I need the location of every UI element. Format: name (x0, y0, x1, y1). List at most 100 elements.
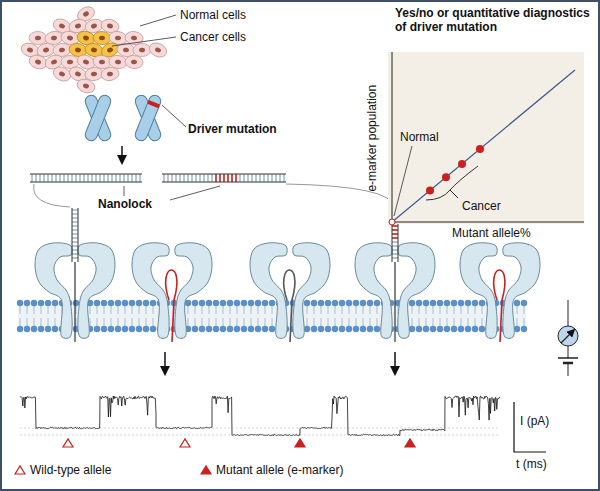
lipid-bilayer (118, 318, 119, 327)
cancer-cell (91, 47, 98, 53)
lipid-bilayer (328, 305, 329, 314)
level-guide (20, 428, 500, 429)
lipid-bilayer (356, 318, 357, 327)
lipid-bilayer (213, 326, 219, 332)
lipid-bilayer (216, 305, 217, 314)
lipid-bilayer (430, 326, 436, 332)
lipid-bilayer (255, 326, 261, 332)
dna-fragment (92, 174, 93, 182)
ammeter-symbol (558, 357, 578, 359)
lipid-bilayer (444, 326, 450, 332)
dna-fragment (84, 174, 85, 182)
lipid-bilayer (370, 305, 371, 314)
lipid-bilayer (475, 305, 476, 314)
dna-in-pore (394, 262, 395, 342)
lipid-bilayer (349, 318, 350, 327)
leader-line (124, 186, 125, 196)
plot (392, 52, 393, 222)
chromosome (83, 93, 112, 142)
lipid-bilayer (346, 300, 352, 306)
normal-cell (133, 43, 151, 57)
lipid-bilayer (34, 318, 35, 327)
dna-fragment (176, 174, 177, 182)
dna-in-pore (392, 229, 398, 231)
lipid-bilayer (97, 305, 98, 314)
lipid-bilayer (356, 305, 357, 314)
lipid-bilayer (118, 305, 119, 314)
lipid-bilayer (150, 326, 156, 332)
nanopore (398, 243, 435, 339)
dna-hairpin (166, 270, 177, 342)
dna-fragment (76, 174, 77, 182)
dna-fragment (30, 182, 142, 183)
dna-in-pore (392, 225, 398, 227)
plot (392, 222, 584, 223)
lipid-bilayer (430, 300, 436, 306)
lipid-bilayer (220, 300, 226, 306)
dna-fragment (244, 174, 245, 182)
normal-cell (74, 71, 81, 78)
plot (392, 70, 575, 222)
nanopore (132, 243, 169, 339)
normal-cell (115, 59, 122, 64)
dna-in-pore (72, 210, 78, 211)
dna-fragment (219, 174, 221, 182)
lipid-bilayer (45, 300, 51, 306)
mutant-marker (295, 439, 305, 447)
lipid-bilayer (472, 326, 478, 332)
lipid-bilayer (90, 305, 91, 314)
normal-cell (58, 23, 65, 30)
leader-line (162, 105, 186, 127)
normal-cell (100, 66, 120, 82)
dna-fragment (48, 174, 49, 182)
lipid-bilayer (461, 318, 462, 327)
normal-cell (139, 48, 145, 53)
lipid-bilayer (447, 318, 448, 327)
dna-in-pore (392, 250, 398, 251)
plot (394, 146, 412, 216)
lipid-bilayer (482, 305, 483, 314)
lipid-bilayer (132, 305, 133, 314)
lipid-bilayer (328, 318, 329, 327)
cell-label: Cancer cells (180, 30, 246, 44)
dna-fragment (240, 174, 241, 182)
normal-cell (34, 59, 41, 65)
dna-fragment (180, 174, 181, 182)
lipid-bilayer (31, 300, 37, 306)
normal-cell (154, 47, 161, 54)
dna-fragment (284, 174, 285, 182)
normal-cell (58, 71, 65, 78)
lipid-bilayer (195, 305, 196, 314)
dna-fragment (30, 174, 142, 175)
normal-cell (147, 40, 169, 59)
dna-fragment (168, 174, 169, 182)
dna-fragment (40, 174, 41, 182)
lipid-bilayer (440, 305, 441, 314)
lipid-bilayer (192, 300, 198, 306)
lipid-bilayer (472, 300, 478, 306)
lipid-bilayer (304, 326, 310, 332)
normal-cell (59, 47, 66, 52)
lipid-bilayer (143, 326, 149, 332)
chromosome (83, 93, 112, 142)
lipid-bilayer (132, 318, 133, 327)
dna-fragment (272, 174, 273, 182)
lipid-bilayer (374, 326, 380, 332)
lipid-bilayer (17, 326, 23, 332)
leader-line (170, 186, 220, 200)
lipid-bilayer (195, 318, 196, 327)
lipid-bilayer (237, 305, 238, 314)
dna-fragment (116, 174, 117, 182)
lipid-bilayer (318, 326, 324, 332)
normal-cell (82, 59, 89, 66)
normal-cell (124, 55, 143, 70)
leader-line (112, 37, 176, 46)
dna-fragment (80, 174, 81, 182)
lipid-bilayer (206, 326, 212, 332)
normal-cell (51, 35, 58, 41)
lipid-bilayer (353, 300, 359, 306)
nanopore (132, 243, 212, 339)
mutant-marker (405, 439, 415, 447)
lipid-bilayer (241, 300, 247, 306)
normal-cell (123, 47, 130, 53)
